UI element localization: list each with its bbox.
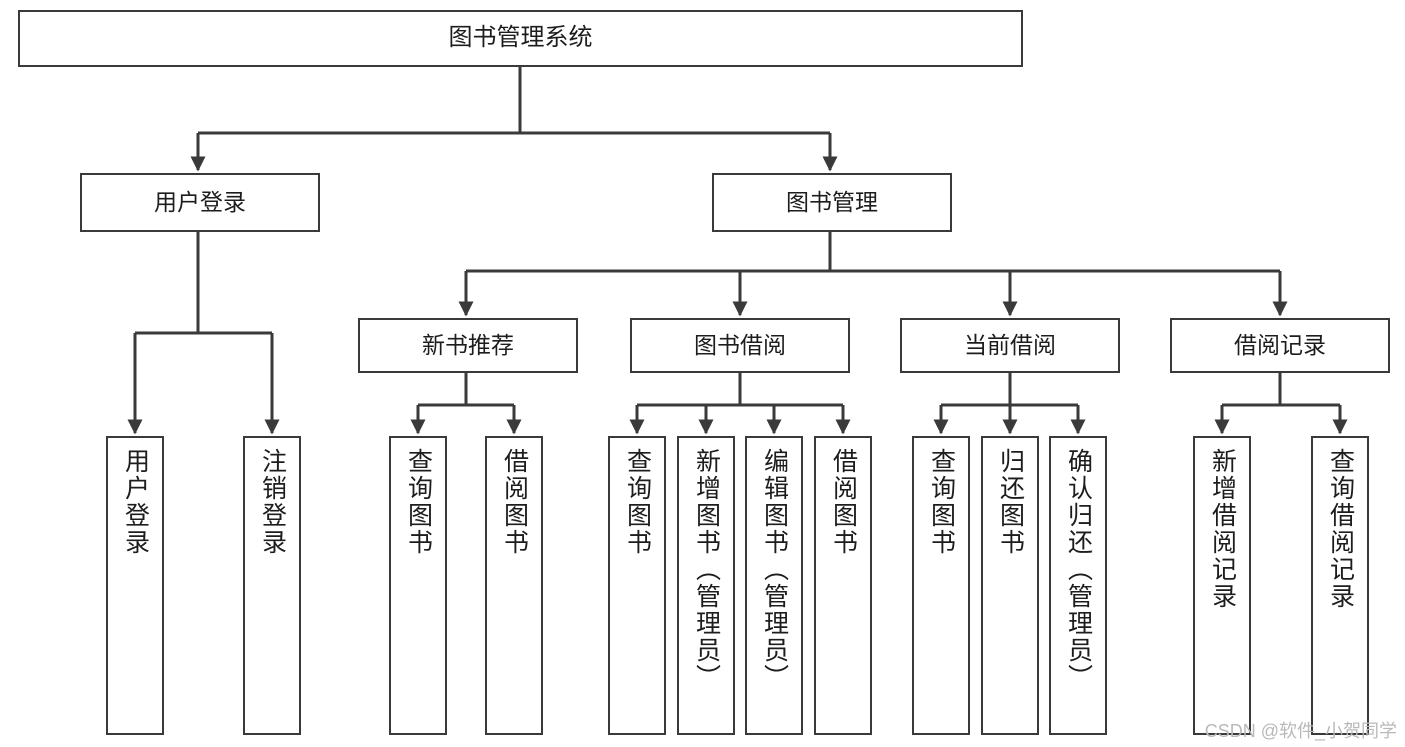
node-label: 注销登录 (258, 448, 287, 556)
node-leaf-user-login[interactable]: 用户登录 (106, 436, 164, 735)
node-label: 图书管理系统 (448, 24, 593, 52)
node-root-book-management-system[interactable]: 图书管理系统 (18, 10, 1023, 67)
node-label: 确认归还（管理员） (1064, 448, 1093, 691)
node-label: 归还图书 (996, 448, 1025, 556)
node-borrow-record[interactable]: 借阅记录 (1170, 318, 1390, 373)
node-label: 借阅图书 (829, 448, 858, 556)
node-label: 图书管理 (786, 188, 878, 215)
node-label: 图书借阅 (694, 331, 786, 358)
node-label: 借阅图书 (500, 448, 529, 556)
node-book-borrow[interactable]: 图书借阅 (630, 318, 850, 373)
node-user-login[interactable]: 用户登录 (80, 173, 320, 232)
node-label: 借阅记录 (1234, 331, 1326, 358)
node-label: 查询借阅记录 (1326, 448, 1355, 610)
node-label: 编辑图书（管理员） (760, 448, 789, 691)
node-label: 查询图书 (404, 448, 433, 556)
node-leaf-query-book-borrow[interactable]: 查询图书 (608, 436, 666, 735)
node-label: 新增借阅记录 (1208, 448, 1237, 610)
node-leaf-borrow-book-recommend[interactable]: 借阅图书 (485, 436, 543, 735)
node-new-book-recommend[interactable]: 新书推荐 (358, 318, 578, 373)
watermark: CSDN @软件_小贺同学 (1204, 721, 1397, 741)
node-leaf-confirm-return[interactable]: 确认归还（管理员） (1049, 436, 1107, 735)
node-label: 当前借阅 (964, 331, 1056, 358)
node-leaf-query-book-recommend[interactable]: 查询图书 (389, 436, 447, 735)
node-leaf-query-book-current[interactable]: 查询图书 (912, 436, 970, 735)
node-current-borrow[interactable]: 当前借阅 (900, 318, 1120, 373)
node-leaf-add-book[interactable]: 新增图书（管理员） (677, 436, 735, 735)
node-label: 查询图书 (623, 448, 652, 556)
node-leaf-add-borrow-record[interactable]: 新增借阅记录 (1193, 436, 1251, 735)
node-label: 用户登录 (121, 448, 150, 556)
node-leaf-borrow-book[interactable]: 借阅图书 (814, 436, 872, 735)
node-leaf-logout-login[interactable]: 注销登录 (243, 436, 301, 735)
node-leaf-query-borrow-record[interactable]: 查询借阅记录 (1311, 436, 1369, 735)
node-label: 新增图书（管理员） (692, 448, 721, 691)
node-book-manage[interactable]: 图书管理 (712, 173, 952, 232)
node-label: 用户登录 (154, 188, 246, 215)
node-leaf-edit-book[interactable]: 编辑图书（管理员） (745, 436, 803, 735)
node-label: 新书推荐 (422, 331, 514, 358)
node-leaf-return-book[interactable]: 归还图书 (981, 436, 1039, 735)
node-label: 查询图书 (927, 448, 956, 556)
